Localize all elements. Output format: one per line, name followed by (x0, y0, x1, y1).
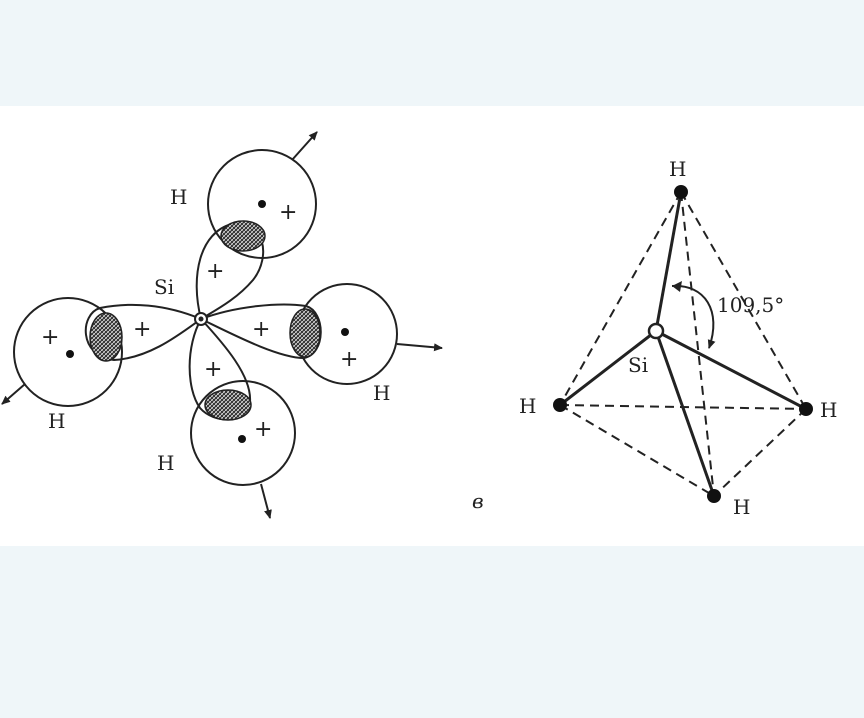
h-nucleus-left (66, 350, 74, 358)
plus-lobe-bottom: + (204, 357, 222, 382)
bond-si-h-right (655, 329, 807, 411)
edge-top-right (680, 191, 807, 410)
bond-si-h-top (654, 191, 683, 332)
figure-svg: + + + + + + + + H H H H Si в (1, 131, 837, 519)
arrow-right (396, 343, 443, 352)
si-label: Si (154, 275, 174, 299)
atom-h-left (553, 398, 567, 412)
h-nucleus-bottom (238, 435, 246, 443)
tetra-h-left-label: H (519, 394, 536, 418)
plus-lobe-left: + (133, 317, 151, 342)
overlap-bottom (204, 389, 252, 421)
h-label-left: H (48, 409, 65, 433)
plus-lobe-top: + (206, 259, 224, 284)
edge-right-bottom (713, 408, 807, 497)
h-nucleus-top (258, 200, 266, 208)
atom-h-top (674, 185, 688, 199)
plus-h-top: + (279, 200, 297, 225)
h-label-top: H (170, 185, 187, 209)
tetrahedron-diagram: H H H H Si 109,5° (519, 157, 837, 519)
plus-lobe-right: + (252, 317, 270, 342)
tetra-h-top-label: H (669, 157, 686, 181)
edge-top-left (559, 191, 682, 406)
angle-arc (671, 284, 716, 349)
arrow-bottom (260, 483, 272, 519)
h-label-right: H (373, 381, 390, 405)
tetra-si-label: Si (628, 353, 648, 377)
arrow-top (291, 131, 318, 161)
angle-arc-start (672, 281, 682, 292)
tetra-h-right-label: H (820, 398, 837, 422)
si-lobe-left (84, 303, 204, 362)
atom-h-right (799, 402, 813, 416)
edge-left-bottom (559, 404, 715, 497)
atom-h-bottom (707, 489, 721, 503)
h-nucleus-right (341, 328, 349, 336)
atom-si (647, 322, 665, 340)
arrow-left (1, 383, 26, 405)
bond-si-h-left (559, 329, 657, 407)
h-orbital-bottom (190, 380, 296, 486)
si-nucleus-core (198, 316, 204, 322)
plus-h-right: + (340, 347, 358, 372)
h-orbital-left (13, 297, 123, 407)
tetra-h-bottom-label: H (733, 495, 750, 519)
si-lobe-right (198, 303, 322, 360)
figure-panel: + + + + + + + + H H H H Si в (0, 106, 864, 546)
orbital-diagram: + + + + + + + + H H H H Si в (1, 131, 484, 519)
bond-si-h-bottom (654, 330, 716, 497)
angle-label: 109,5° (717, 293, 784, 317)
plus-h-left: + (41, 325, 59, 350)
figure-caption: в (472, 489, 484, 513)
edge-top-bottom (680, 191, 715, 497)
overlap-right (289, 308, 321, 358)
h-label-bottom: H (157, 451, 174, 475)
overlap-top (220, 220, 266, 252)
overlap-left (89, 312, 123, 362)
plus-h-bottom: + (254, 417, 272, 442)
